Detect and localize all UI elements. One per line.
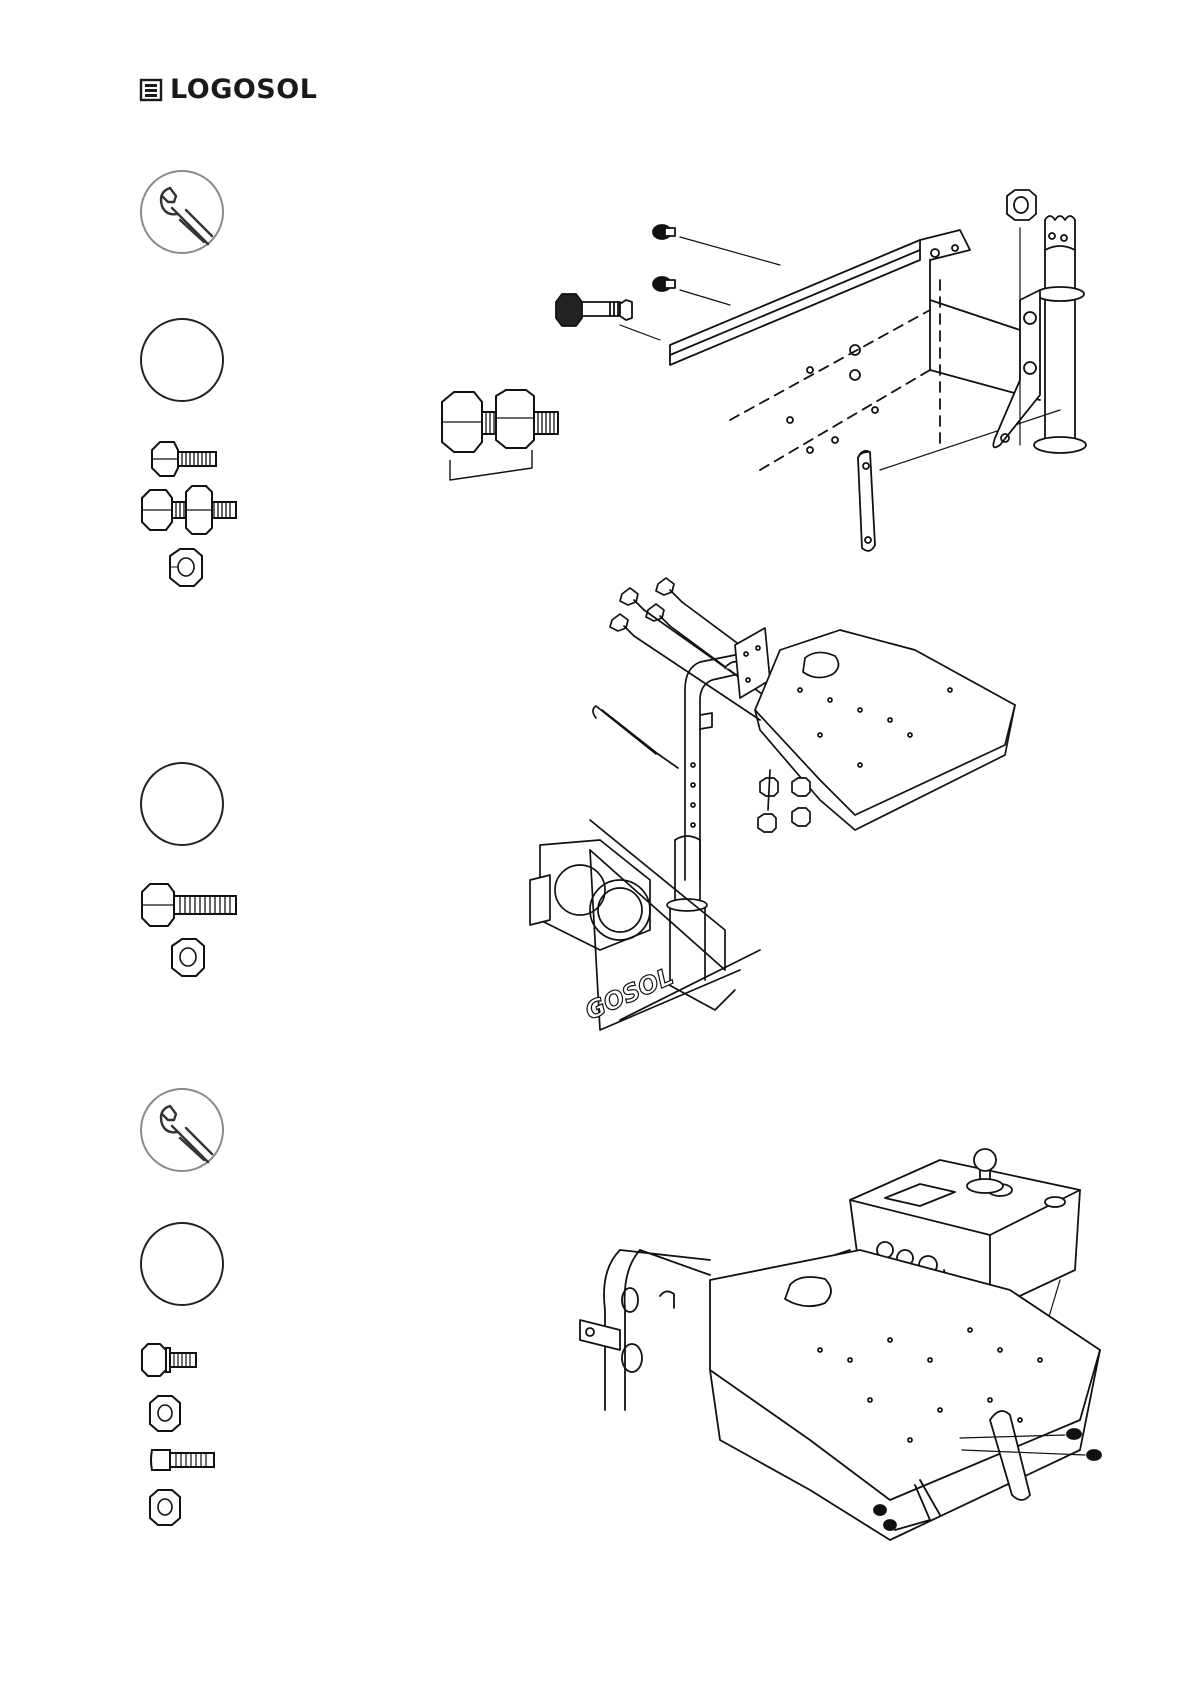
wrench-icon xyxy=(140,170,224,254)
count-badge-step3 xyxy=(140,1222,224,1306)
count-badge-step2 xyxy=(140,762,224,846)
control-box-mounting xyxy=(560,1110,1100,1570)
logosol-mark-icon xyxy=(140,79,162,101)
hex-nut-icon xyxy=(146,1394,184,1434)
hex-nut-icon xyxy=(166,546,206,590)
mast-bracket-to-frame-assembly xyxy=(460,190,1100,600)
brand-name: LOGOSOL xyxy=(170,74,317,105)
count-badge-step1 xyxy=(140,318,224,402)
hex-nut-icon xyxy=(146,1488,184,1528)
flange-bolt-icon xyxy=(138,1340,200,1380)
tool-badge-step1 xyxy=(140,170,224,254)
wrench-icon xyxy=(140,1088,224,1172)
hex-nut-icon xyxy=(168,936,208,980)
bolt-with-nut-icon xyxy=(140,484,240,536)
hex-bolt-icon xyxy=(150,438,220,478)
long-hex-bolt-icon xyxy=(140,878,240,930)
socket-cap-screw-icon xyxy=(148,1442,218,1478)
brand-logo: LOGOSOL xyxy=(140,74,317,105)
handlebar-and-control-plate-assembly: GOSOL xyxy=(560,550,1100,1120)
tool-badge-step3 xyxy=(140,1088,224,1172)
